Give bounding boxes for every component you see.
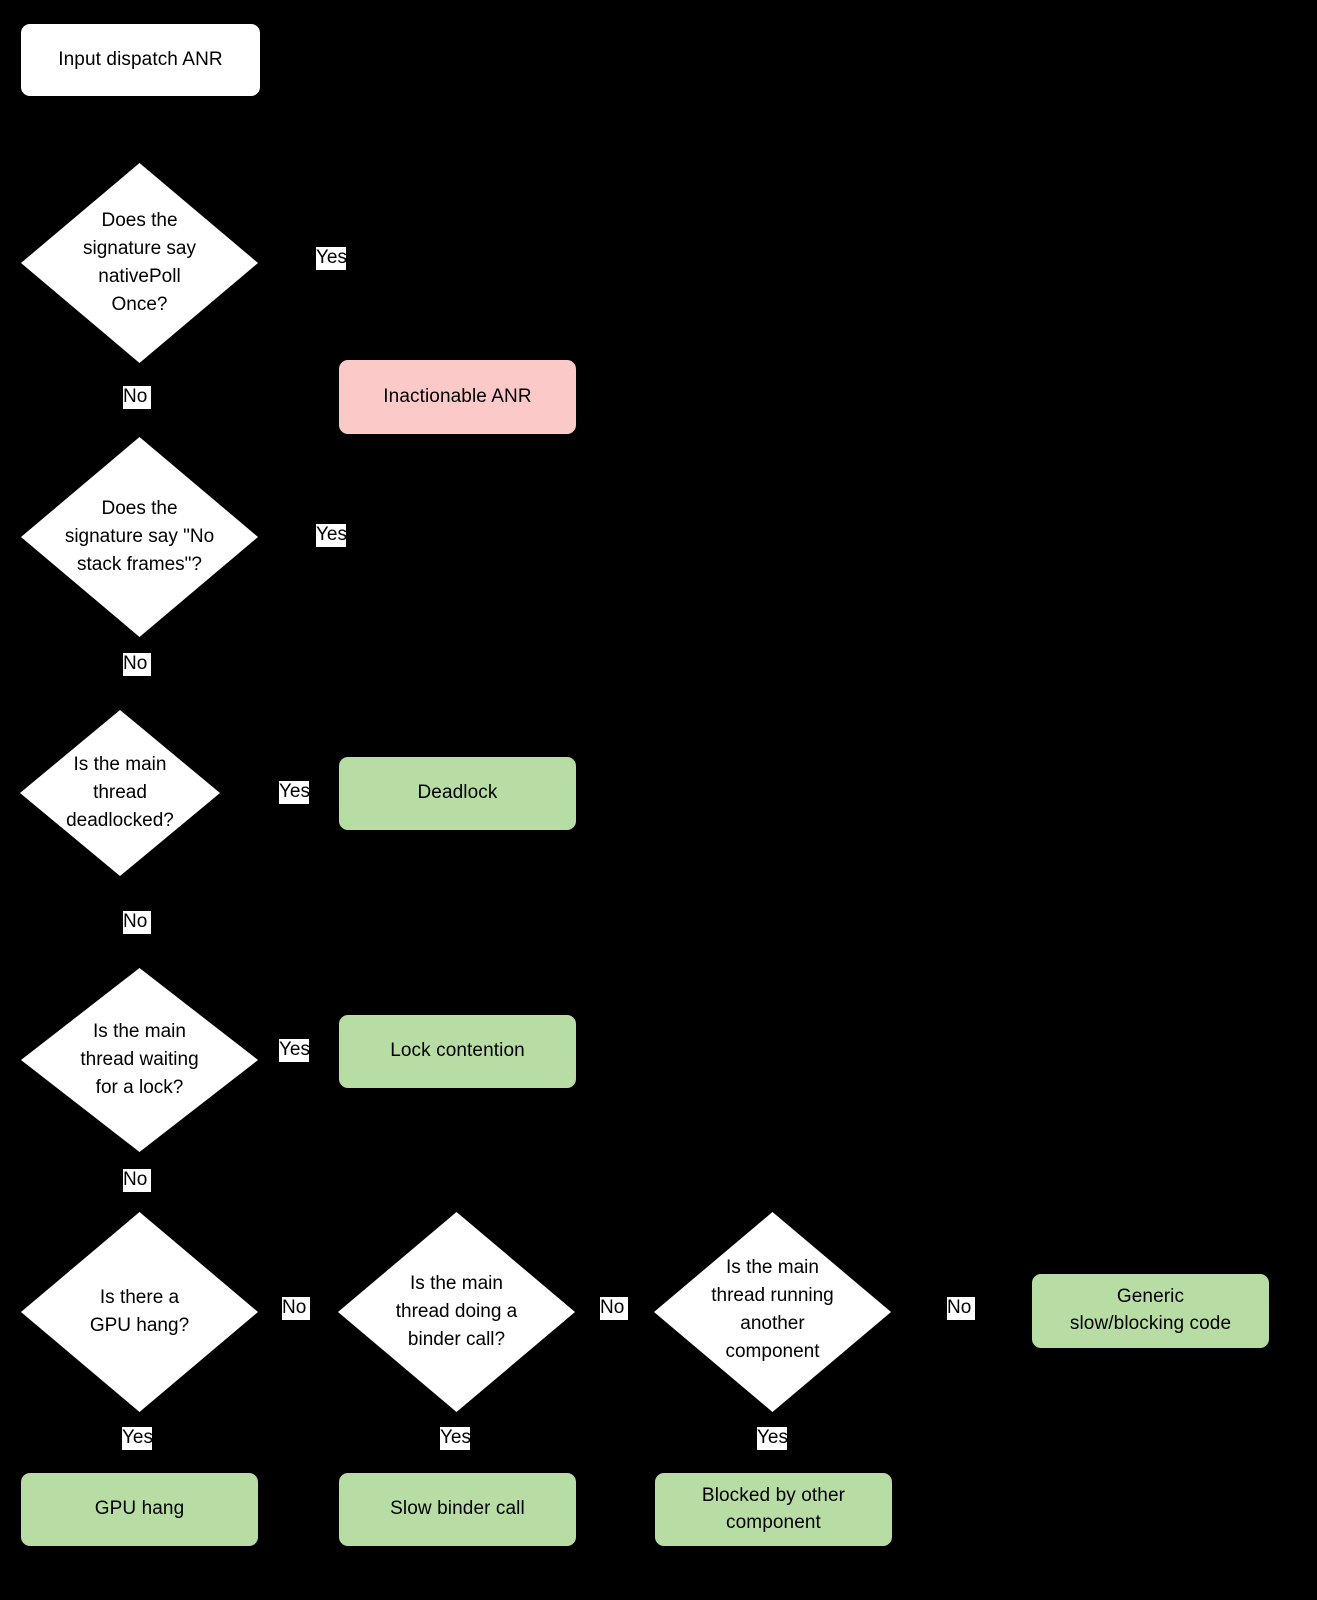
node-lock-contention[interactable]: Lock contention [339, 1015, 576, 1088]
edge-q5-yes-to-gpuhang [139, 1440, 141, 1473]
node-q-binder-call[interactable]: Is the main thread doing a binder call? [338, 1212, 575, 1412]
node-q-nativepollonce[interactable]: Does the signature say nativePoll Once? [21, 163, 258, 363]
diamond-shape [654, 1212, 891, 1412]
edge-start-to-q1 [139, 96, 141, 163]
node-label: Input dispatch ANR [58, 48, 223, 70]
diamond-shape [21, 163, 258, 363]
node-label: Slow binder call [390, 1498, 525, 1520]
edge-label-q2-yes: Yes [316, 524, 347, 547]
node-blocked-by-other-component[interactable]: Blocked by other component [655, 1473, 892, 1546]
edge-label-q1-yes: Yes [316, 247, 347, 270]
edge-q4-no-to-q5 [139, 1150, 141, 1240]
diamond-shape [21, 968, 258, 1152]
node-q-running-another-component[interactable]: Is the main thread running another compo… [654, 1212, 891, 1412]
node-label: Generic slow/blocking code [1069, 1286, 1232, 1334]
edge-q7-no-to-generic [827, 1308, 1034, 1310]
edge-label-q5-yes: Yes [122, 1427, 153, 1450]
edge-label-q7-yes: Yes [757, 1427, 788, 1450]
edge-label-q2-no: No [123, 653, 151, 676]
node-deadlock[interactable]: Deadlock [339, 757, 576, 830]
node-generic-slow-blocking-code[interactable]: Generic slow/blocking code [1032, 1274, 1269, 1348]
node-inactionable-anr[interactable]: Inactionable ANR [339, 360, 576, 434]
node-label: Inactionable ANR [383, 385, 532, 407]
edge-label-q5-no: No [282, 1297, 310, 1320]
node-q-no-stack-frames[interactable]: Does the signature say "No stack frames"… [21, 437, 258, 637]
edge-q1-yes-down [456, 262, 458, 360]
edge-label-q7-no: No [947, 1297, 975, 1320]
node-q-main-thread-deadlocked[interactable]: Is the main thread deadlocked? [20, 710, 220, 876]
edge-label-q4-no: No [123, 1169, 151, 1192]
edge-label-q6-yes: Yes [440, 1427, 471, 1450]
node-label: GPU hang [94, 1498, 185, 1520]
diamond-shape [338, 1212, 575, 1412]
node-label: Blocked by other component [701, 1484, 846, 1533]
edge-label-q1-no: No [123, 386, 151, 409]
diamond-shape [20, 710, 220, 876]
node-gpu-hang[interactable]: GPU hang [21, 1473, 258, 1546]
node-slow-binder-call[interactable]: Slow binder call [339, 1473, 576, 1546]
edge-label-q4-yes: Yes [279, 1039, 310, 1062]
node-input-dispatch-anr[interactable]: Input dispatch ANR [21, 24, 260, 96]
edge-label-q3-no: No [123, 911, 151, 934]
diamond-shape [21, 1212, 258, 1412]
edge-q2-yes-up [456, 434, 458, 538]
edge-label-q6-no: No [600, 1297, 628, 1320]
edge-q7-yes-to-blocked [772, 1440, 774, 1473]
edge-label-q3-yes: Yes [279, 781, 310, 804]
diamond-shape [21, 437, 258, 637]
edge-q6-yes-to-binder [456, 1440, 458, 1473]
node-q-waiting-for-lock[interactable]: Is the main thread waiting for a lock? [21, 968, 258, 1152]
node-label: Lock contention [390, 1040, 525, 1062]
node-q-gpu-hang[interactable]: Is there a GPU hang? [21, 1212, 258, 1412]
node-label: Deadlock [417, 782, 498, 804]
edge-q2-yes-to-pink [258, 536, 458, 538]
edge-q1-yes-to-pink [258, 262, 458, 264]
